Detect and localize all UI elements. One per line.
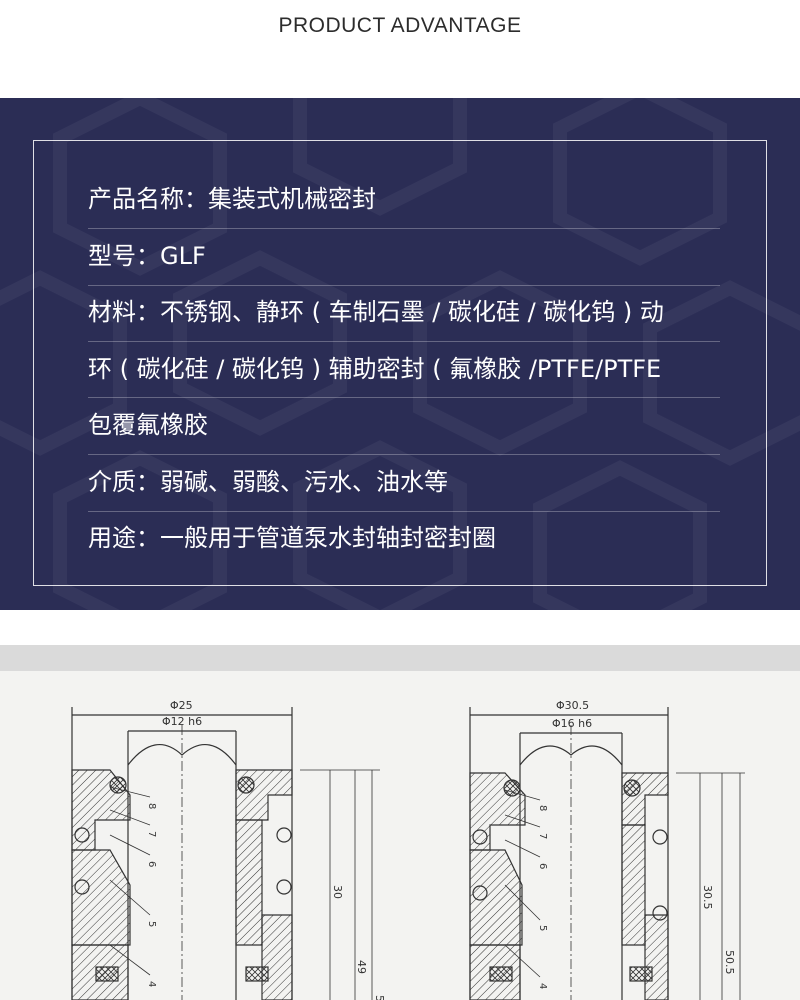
spec-line-usage: 用途：一般用于管道泵水封轴封密封圈 [88, 524, 496, 552]
drawing-right-labels: Φ30.5 Φ16 h6 8 7 6 5 4 30.5 50.5 [537, 699, 736, 989]
info-frame [33, 140, 767, 586]
divider [88, 228, 720, 229]
part-number: 7 [146, 831, 157, 837]
length-label: 5 [373, 995, 386, 1000]
divider [88, 511, 720, 512]
drawing-left [71, 707, 380, 1000]
divider [88, 454, 720, 455]
divider [88, 397, 720, 398]
outer-diameter-label: Φ25 [170, 699, 193, 712]
spec-line-product-name: 产品名称：集装式机械密封 [88, 185, 376, 213]
spec-line-model: 型号：GLF [88, 242, 206, 270]
spec-line-material: 材料：不锈钢、静环 ( 车制石墨 / 碳化硅 / 碳化钨 ) 动 [88, 298, 664, 326]
shaft-diameter-label: Φ16 h6 [552, 717, 592, 730]
length-label: 50.5 [723, 950, 736, 975]
length-label: 30 [331, 885, 344, 899]
length-label: 49 [355, 960, 368, 974]
length-label: 30.5 [701, 885, 714, 910]
shaft-diameter-label: Φ12 h6 [162, 715, 202, 728]
spec-line-material-cont: 环 ( 碳化硅 / 碳化钨 ) 辅助密封 ( 氟橡胶 /PTFE/PTFE [88, 355, 662, 383]
part-number: 5 [537, 925, 548, 931]
part-number: 7 [537, 833, 548, 839]
drawing-top-strip [0, 645, 800, 671]
drawing-right [469, 707, 745, 1000]
drawing-left-labels: Φ25 Φ12 h6 8 7 6 5 4 30 49 5 [146, 699, 386, 1000]
hexagon-pattern-background [0, 98, 800, 610]
part-number: 5 [146, 921, 157, 927]
spacer [0, 610, 800, 645]
divider [88, 285, 720, 286]
outer-diameter-label: Φ30.5 [556, 699, 589, 712]
spec-line-material-cont-2: 包覆氟橡胶 [88, 411, 208, 439]
spec-line-medium: 介质：弱碱、弱酸、污水、油水等 [88, 468, 448, 496]
section-header: PRODUCT ADVANTAGE [0, 0, 800, 98]
technical-drawing-area: Φ25 Φ12 h6 8 7 6 5 4 30 49 5 [0, 645, 800, 1000]
divider [88, 341, 720, 342]
part-number: 6 [146, 861, 157, 867]
part-number: 4 [146, 981, 157, 987]
part-number: 8 [537, 805, 548, 811]
part-number: 8 [146, 803, 157, 809]
part-number: 4 [537, 983, 548, 989]
part-number: 6 [537, 863, 548, 869]
section-title: PRODUCT ADVANTAGE [278, 14, 522, 37]
product-info-panel [0, 98, 800, 610]
technical-drawing: Φ25 Φ12 h6 8 7 6 5 4 30 49 5 [71, 699, 745, 1000]
